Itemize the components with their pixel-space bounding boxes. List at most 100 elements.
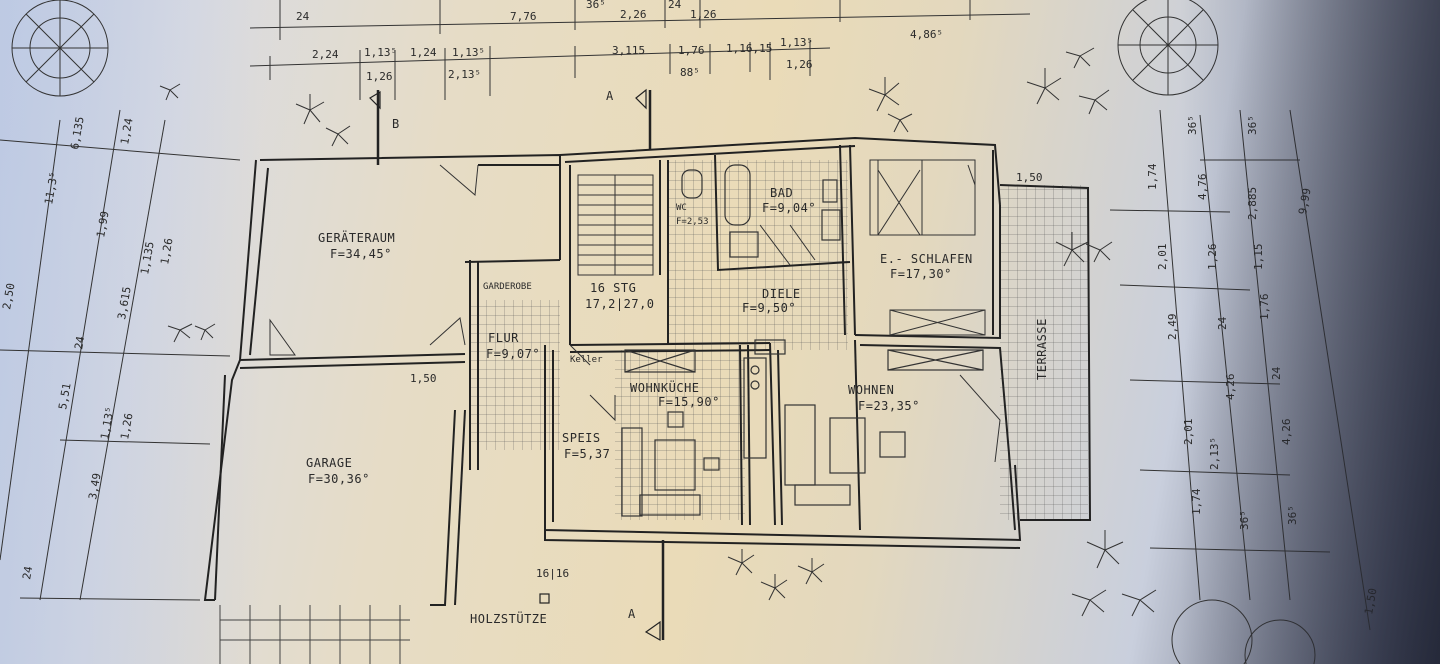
staircase — [577, 174, 654, 276]
dim-text: 1,26 — [690, 8, 717, 21]
left-dimension-lines — [0, 109, 241, 601]
dim-text: 2,49 — [1166, 314, 1179, 341]
dim-text: 2,50 — [0, 282, 17, 310]
room-name-garage: GARAGE — [306, 456, 352, 470]
dim-text: 1,26 — [1206, 244, 1219, 271]
section-b-label: B — [392, 117, 400, 131]
room-area-bad: F=9,04° — [762, 201, 816, 215]
room-name-keller: Keller — [570, 355, 603, 365]
dim-text: 1,24 — [410, 46, 437, 59]
dim-text: 6,135 — [68, 116, 87, 151]
room-area-speis: F=5,37 — [564, 447, 610, 461]
dim-text: 2,24 — [312, 48, 339, 61]
walls — [203, 136, 1092, 606]
top-dimension-lines — [249, 0, 1031, 100]
dim-text: 5,51 — [56, 382, 73, 410]
room-area-wc: F=2,53 — [676, 217, 709, 227]
dim-text: 88⁵ — [680, 66, 700, 79]
dim-text: 2,01 — [1156, 244, 1169, 271]
dim-text: 11,3⁵ — [42, 171, 61, 206]
left-dimension-texts: 11,3⁵ 1,99 6,135 1,24 1,135 3,615 1,26 2… — [0, 116, 175, 581]
room-name-bad: BAD — [770, 186, 793, 200]
dim-text: 1,13⁵ — [452, 46, 485, 59]
room-name-wohnen: WOHNEN — [848, 383, 894, 397]
dim-text: 24 — [72, 335, 87, 351]
room-area-diele: F=9,50° — [742, 301, 796, 315]
room-name-terrasse: TERRASSE — [1035, 318, 1049, 380]
dim-text: 1,26 — [158, 237, 175, 265]
room-name-treppe: 16 STG — [590, 281, 636, 295]
dim-text: 1,24 — [118, 117, 135, 146]
tiled-floors — [470, 160, 1088, 520]
section-arrows — [369, 88, 661, 642]
dim-text: 1,26 — [118, 412, 135, 440]
dim-text: 1,76 — [1258, 294, 1271, 321]
dim-text: 3,615 — [115, 286, 134, 321]
dim-text: 4,76 — [1196, 174, 1209, 201]
dim-text: 1,26 — [786, 58, 813, 71]
dim-text: 24 — [1270, 366, 1283, 380]
room-area-schlafen: F=17,30° — [890, 267, 952, 281]
support-post-symbol — [539, 593, 550, 604]
dim-text: 2,26 — [620, 8, 647, 21]
dim-text: 1,99 — [94, 210, 111, 238]
dim-text: 1,74 — [1146, 163, 1159, 190]
dim-text: 1,13⁵ — [98, 406, 117, 441]
dim-text: 3,115 — [612, 44, 645, 57]
dim-text: 1,74 — [1190, 488, 1203, 515]
room-name-speis: SPEIS — [562, 431, 601, 445]
room-name-wohnkueche: WOHNKÜCHE — [630, 379, 700, 395]
dim-text: 24 — [20, 565, 35, 581]
door-swings — [269, 164, 1001, 463]
section-a-label-bottom: A — [628, 607, 636, 621]
dim-text: 36⁵ — [586, 0, 606, 11]
dim-text: 9,99 — [1296, 187, 1313, 215]
dim-text: 3,49 — [86, 472, 103, 500]
dim-text: 4,26 — [1280, 419, 1293, 446]
dim-text: 36⁵ — [1238, 510, 1251, 530]
dim-text: 1,76 — [678, 44, 705, 57]
dim-text: 7,76 — [510, 10, 537, 23]
support-post-label: HOLZSTÜTZE — [470, 610, 547, 626]
room-area-wohnkueche: F=15,90° — [658, 395, 720, 409]
support-post-size: 16|16 — [536, 567, 569, 580]
dim-text: 1,13⁵ — [364, 46, 397, 59]
living-furniture — [621, 339, 984, 517]
dim-text: 24 — [296, 10, 310, 23]
dim-text: 2,13⁵ — [448, 68, 481, 81]
dim-text: 2,885 — [1246, 187, 1259, 220]
bed-furniture — [869, 159, 986, 336]
room-name-schlafen: E.- SCHLAFEN — [880, 252, 973, 266]
dim-text: 1,26 — [366, 70, 393, 83]
room-area-wohnen: F=23,35° — [858, 399, 920, 413]
dim-text: 24 — [1216, 316, 1229, 330]
dim-text: 4,86⁵ — [910, 28, 943, 41]
dim-text: 1,13⁵ — [780, 36, 813, 49]
dim-text: 24 — [668, 0, 682, 11]
room-name-garderobe: GARDEROBE — [483, 282, 532, 292]
room-name-wc: WC — [676, 203, 687, 213]
section-a-label: A — [606, 89, 614, 103]
bathroom-fixtures — [681, 164, 841, 258]
room-labels: GERÄTERAUM F=34,45° GARAGE F=30,36° GARD… — [306, 186, 1049, 486]
room-area-geraeteraum: F=34,45° — [330, 247, 392, 261]
dim-text: 1,16,15 — [726, 42, 772, 55]
dim-text: 36⁵ — [1286, 505, 1299, 525]
dim-text: 36⁵ — [1186, 115, 1199, 135]
shrub-symbols — [159, 47, 1157, 617]
dim-text: 2,13⁵ — [1208, 437, 1221, 470]
dim-text: 4,26 — [1224, 374, 1237, 401]
dim-text: 1,50 — [1362, 587, 1379, 615]
top-dimension-texts: 24 7,76 36⁵ 2,26 24 1,26 4,86⁵ 2,24 1,13… — [296, 0, 943, 83]
section-markers — [376, 90, 665, 640]
room-area-flur: F=9,07° — [486, 347, 540, 361]
room-name-flur: FLUR — [488, 331, 519, 345]
room-area-treppe: 17,2|27,0 — [585, 297, 655, 311]
dim-text: 1,15 — [1252, 244, 1265, 271]
room-name-geraeteraum: GERÄTERAUM — [318, 230, 395, 245]
door-width-label: 1,50 — [410, 372, 437, 385]
dim-text: 2,01 — [1182, 419, 1195, 446]
room-name-diele: DIELE — [762, 287, 801, 301]
terrace-width-label: 1,50 — [1016, 171, 1043, 184]
